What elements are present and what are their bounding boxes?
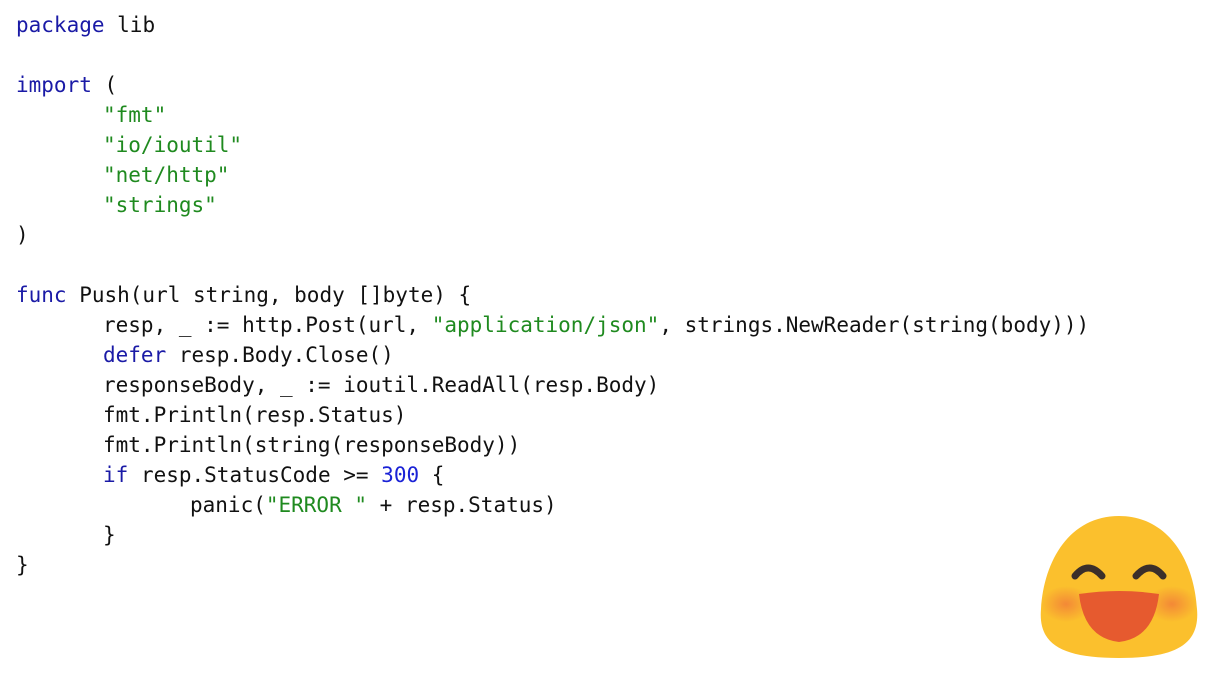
code-text: fmt.Println(resp.Status) [103, 403, 407, 427]
code-text: responseBody, _ := ioutil.ReadAll(resp.B… [103, 373, 660, 397]
code-string: "ERROR " [265, 493, 368, 517]
code-text: Push(url string, body []byte) { [66, 283, 472, 307]
code-line-8: ) [16, 220, 1196, 250]
code-line-19: } [16, 550, 1196, 580]
code-line-7: "strings" [16, 190, 1196, 220]
code-line-1: package lib [16, 10, 1196, 40]
code-text: ) [16, 223, 29, 247]
code-text: resp, _ := http.Post(url, [103, 313, 432, 337]
code-string: "io/ioutil" [103, 133, 243, 157]
code-text: , strings.NewReader(string(body))) [659, 313, 1090, 337]
code-line-11: resp, _ := http.Post(url, "application/j… [16, 310, 1196, 340]
grinning-face-with-smiling-eyes-icon [1036, 510, 1202, 662]
code-line-16: if resp.StatusCode >= 300 { [16, 460, 1196, 490]
code-keyword: import [16, 73, 92, 97]
code-line-2 [16, 40, 1196, 70]
code-line-18: } [16, 520, 1196, 550]
code-view: package lib import ( "fmt" "io/ioutil" "… [16, 10, 1196, 580]
code-string: "fmt" [103, 103, 167, 127]
code-keyword: if [103, 463, 129, 487]
code-line-14: fmt.Println(resp.Status) [16, 400, 1196, 430]
code-text: ( [91, 73, 118, 97]
code-text: resp.Body.Close() [166, 343, 394, 367]
code-keyword: func [16, 283, 67, 307]
code-keyword: defer [103, 343, 167, 367]
code-line-17: panic("ERROR " + resp.Status) [16, 490, 1196, 520]
code-text: lib [104, 13, 156, 37]
code-text: fmt.Println(string(responseBody)) [103, 433, 521, 457]
code-keyword: package [16, 13, 105, 37]
code-text: panic( [190, 493, 266, 517]
code-line-12: defer resp.Body.Close() [16, 340, 1196, 370]
code-line-13: responseBody, _ := ioutil.ReadAll(resp.B… [16, 370, 1196, 400]
code-line-4: "fmt" [16, 100, 1196, 130]
code-text: } [16, 553, 29, 577]
code-line-10: func Push(url string, body []byte) { [16, 280, 1196, 310]
code-string: "application/json" [431, 313, 660, 337]
code-line-9 [16, 250, 1196, 280]
code-text: } [103, 523, 116, 547]
code-line-5: "io/ioutil" [16, 130, 1196, 160]
code-string: "net/http" [103, 163, 230, 187]
code-text: resp.StatusCode >= [128, 463, 382, 487]
code-string: "strings" [103, 193, 217, 217]
code-text: { [419, 463, 445, 487]
code-text: + resp.Status) [367, 493, 557, 517]
code-line-6: "net/http" [16, 160, 1196, 190]
code-line-15: fmt.Println(string(responseBody)) [16, 430, 1196, 460]
code-number: 300 [381, 463, 420, 487]
code-line-3: import ( [16, 70, 1196, 100]
